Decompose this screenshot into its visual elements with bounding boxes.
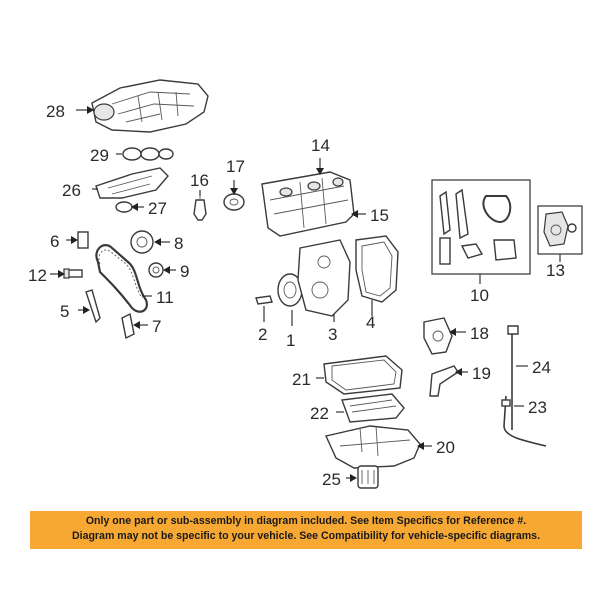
notice-line-2: Diagram may not be specific to your vehi… [71,530,541,542]
callout-19: 19 [472,364,491,383]
callout-18: 18 [470,324,489,343]
callout-17: 17 [226,157,245,176]
callout-3: 3 [328,325,337,344]
callout-16: 16 [190,171,209,190]
callout-29: 29 [90,146,109,165]
callout-22: 22 [310,404,329,423]
callout-11: 11 [156,288,174,307]
part-14-valve-cover [261,171,355,237]
part-11-timing-chain [95,244,148,313]
callout-1: 1 [286,331,295,350]
part-29-gasket [122,147,174,161]
part-27-seal [115,201,133,213]
part-5-chain-guide [85,289,101,324]
part-1-crank-pulley [277,273,303,307]
callout-25: 25 [322,470,341,489]
callout-27: 27 [148,199,167,218]
callout-28: 28 [46,102,65,121]
part-4-gasket [355,235,399,303]
callout-2: 2 [258,325,267,344]
callout-4: 4 [366,313,375,332]
part-24-dipstick [507,325,519,430]
callout-5: 5 [60,302,69,321]
part-17-cap [223,193,245,211]
callout-6: 6 [50,232,59,251]
callout-12: 12 [28,266,47,285]
part-13-highlight [537,205,583,255]
callout-20: 20 [436,438,455,457]
part-19-pickup-tube [429,365,459,397]
part-3-timing-cover [297,239,351,317]
part-18-pump [423,317,453,355]
callout-21: 21 [292,370,311,389]
callout-14: 14 [311,136,330,155]
part-22-windage-tray [341,393,405,423]
part-6-tensioner [77,231,89,249]
part-8-sprocket [130,230,154,254]
callout-23: 23 [528,398,547,417]
callout-9: 9 [180,262,189,281]
notice-line-1: Only one part or sub-assembly in diagram… [85,515,527,527]
part-26-lower-manifold [95,167,169,199]
callout-15: 15 [370,206,389,225]
callout-26: 26 [62,181,81,200]
callout-24: 24 [532,358,551,377]
part-2-bolt [255,295,273,305]
callout-8: 8 [174,234,183,253]
callout-10: 10 [470,286,489,305]
part-20-oil-pan [325,425,421,469]
callout-13: 13 [546,261,565,280]
part-23-dipstick-tube [501,395,547,447]
part-25-oil-filter [357,465,379,489]
part-16-sensor [193,192,207,221]
part-28-intake-manifold [91,79,209,133]
part-21-pan-gasket [323,355,403,395]
part-9-sprocket [148,262,164,278]
compatibility-notice-banner: Only one part or sub-assembly in diagram… [30,511,582,549]
part-12-bolt [63,268,83,279]
part-10-kit-box [431,179,531,275]
callout-7: 7 [152,317,161,336]
part-7-chain-guide [121,312,135,340]
